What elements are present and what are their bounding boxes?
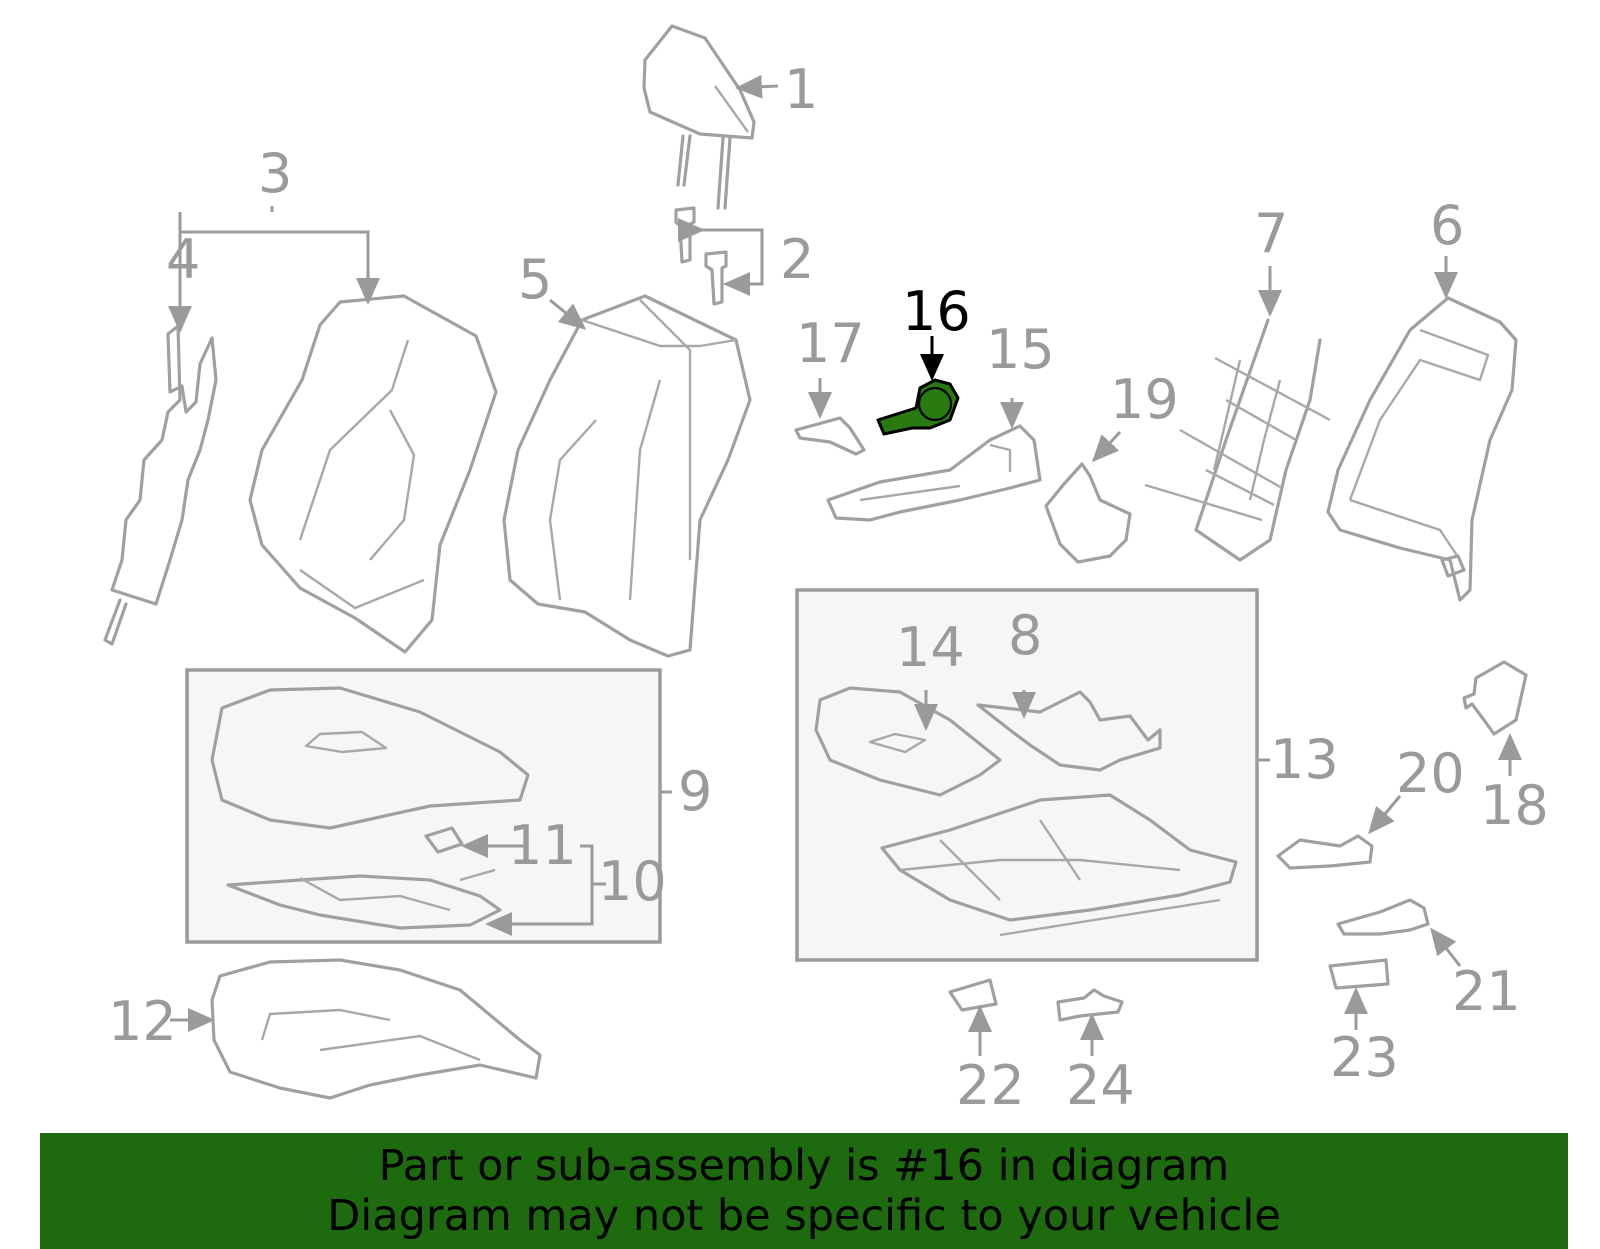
- callout-8: 8: [1008, 604, 1042, 667]
- callout-9: 9: [678, 760, 712, 823]
- part-13-cushion-frame: [880, 793, 1238, 937]
- part-4-heater-element: [103, 324, 218, 646]
- part-2-headrest-guides: [674, 206, 728, 306]
- part-15-side-shield: [826, 424, 1042, 522]
- part-16-recliner-knob: [876, 378, 960, 436]
- callout-24: 24: [1066, 1054, 1135, 1117]
- part-8-bracket: [976, 690, 1162, 772]
- group-box-13: [795, 588, 1259, 962]
- callout-14: 14: [896, 616, 965, 679]
- callout-21: 21: [1452, 960, 1521, 1023]
- callout-7: 7: [1254, 202, 1288, 265]
- callout-2: 2: [780, 228, 814, 291]
- callout-4: 4: [166, 228, 200, 291]
- callout-10: 10: [598, 850, 667, 913]
- callout-23: 23: [1330, 1026, 1399, 1089]
- part-23-clip: [1328, 958, 1390, 990]
- callout-15: 15: [986, 318, 1055, 381]
- part-22-clip: [948, 978, 998, 1012]
- parts-diagram: 1 2 3 4 5 6 7 8 9 10 11 12 13 14 15 16 1…: [103, 24, 1549, 1117]
- part-20-bracket: [1276, 834, 1374, 870]
- callout-19: 19: [1110, 368, 1179, 431]
- callout-17: 17: [796, 312, 865, 375]
- leader-lines: [168, 74, 1522, 1056]
- callout-11: 11: [508, 814, 577, 877]
- callout-1: 1: [784, 58, 818, 121]
- callout-13: 13: [1270, 728, 1339, 791]
- info-banner: Part or sub-assembly is #16 in diagram D…: [40, 1133, 1568, 1249]
- callout-22: 22: [956, 1054, 1025, 1117]
- part-24-clip: [1056, 988, 1124, 1022]
- part-1-headrest: [642, 24, 756, 210]
- part-9-cushion-pad: [210, 686, 530, 830]
- banner-line-2: Diagram may not be specific to your vehi…: [327, 1191, 1281, 1241]
- banner-line-1: Part or sub-assembly is #16 in diagram: [378, 1141, 1230, 1191]
- part-17-clip: [794, 416, 866, 456]
- callout-5: 5: [518, 248, 552, 311]
- part-18-cap: [1462, 660, 1528, 736]
- part-5-seatback-pad: [502, 294, 752, 658]
- part-7-lumbar-support: [1144, 318, 1331, 562]
- callout-16: 16: [902, 280, 971, 343]
- callout-labels: 1 2 3 4 5 6 7 8 9 10 11 12 13 14 15 16 1…: [108, 58, 1549, 1117]
- part-12-cushion-cover: [210, 958, 542, 1100]
- callout-3: 3: [258, 142, 292, 205]
- callout-6: 6: [1430, 194, 1464, 257]
- callout-12: 12: [108, 990, 177, 1053]
- part-6-seatback-frame: [1326, 296, 1518, 602]
- callout-18: 18: [1480, 774, 1549, 837]
- part-14-side-pad: [814, 686, 1002, 797]
- part-21-bracket: [1336, 898, 1430, 936]
- part-19-bracket: [1044, 462, 1132, 564]
- callout-20: 20: [1396, 742, 1465, 805]
- part-3-seatback-cover: [248, 294, 498, 654]
- part-10-heater-mat: [226, 868, 502, 930]
